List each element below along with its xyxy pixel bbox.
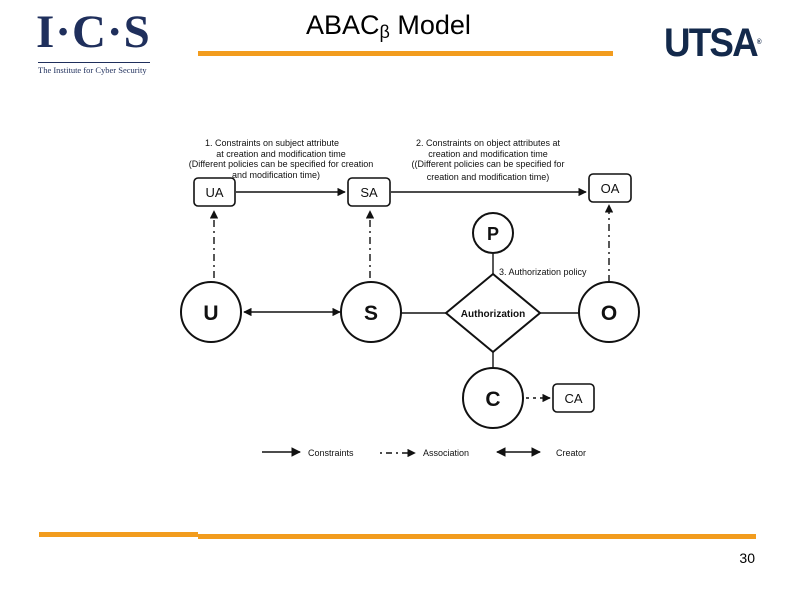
annotation-subject-line-2: at creation and modification time — [216, 149, 346, 159]
annotation-authorization-policy: 3. Authorization policy — [499, 267, 587, 277]
footer-rule-right — [198, 534, 756, 539]
u-label: U — [203, 302, 218, 325]
oa-box — [588, 173, 632, 203]
legend-creator-label: Creator — [556, 448, 586, 458]
annotation-subject-constraints: 1. Constraints on subject attribute at c… — [189, 138, 373, 180]
sa-label: SA — [360, 185, 378, 200]
s-node — [340, 281, 402, 343]
annotation-object-constraints: 2. Constraints on object attributes at c… — [412, 138, 565, 182]
page-title: ABACβ Model — [306, 10, 471, 43]
c-label: C — [485, 388, 500, 411]
legend-association-label: Association — [423, 448, 469, 458]
annotation-object-line-4: creation and modification time) — [427, 172, 550, 182]
annotation-object-line-3: ((Different policies can be specified fo… — [412, 159, 565, 169]
u-node — [180, 281, 242, 343]
page-title-end: Model — [389, 10, 471, 40]
oa-label: OA — [601, 181, 620, 196]
ics-logo-rule — [38, 62, 150, 63]
o-node — [578, 281, 640, 343]
ics-logo-mark: I·C·S — [36, 6, 151, 58]
annotation-object-line-1: 2. Constraints on object attributes at — [416, 138, 561, 148]
sa-box — [347, 177, 391, 207]
slide-number: 30 — [739, 550, 755, 566]
annotation-object-line-2: creation and modification time — [428, 149, 548, 159]
authorization-node — [444, 272, 542, 354]
c-node — [462, 367, 524, 429]
ics-logo: I·C·S The Institute for Cyber Security — [36, 6, 156, 75]
footer-rule-left — [39, 532, 198, 537]
title-underline — [198, 51, 613, 56]
utsa-logo: UTSA® — [664, 22, 762, 64]
p-node — [472, 212, 514, 254]
utsa-logo-text: UTSA — [664, 21, 759, 65]
ca-box — [552, 383, 595, 413]
annotation-subject-line-1: 1. Constraints on subject attribute — [205, 138, 339, 148]
annotation-subject-line-3: (Different policies can be specified for… — [189, 159, 373, 169]
annotation-subject-line-4: and modification time) — [232, 170, 320, 180]
page-title-main: ABAC — [306, 10, 380, 40]
ua-label: UA — [205, 185, 223, 200]
ics-logo-subtitle: The Institute for Cyber Security — [38, 65, 147, 75]
ca-label: CA — [564, 391, 582, 406]
utsa-registered-mark: ® — [756, 39, 762, 46]
ua-box — [193, 177, 236, 207]
page-title-subscript: β — [379, 22, 390, 42]
legend: Constraints Association Creator — [262, 447, 586, 458]
authorization-label: Authorization — [461, 309, 525, 320]
o-label: O — [601, 302, 617, 325]
legend-constraints-label: Constraints — [308, 448, 354, 458]
p-label: P — [487, 224, 499, 244]
s-label: S — [364, 302, 378, 325]
